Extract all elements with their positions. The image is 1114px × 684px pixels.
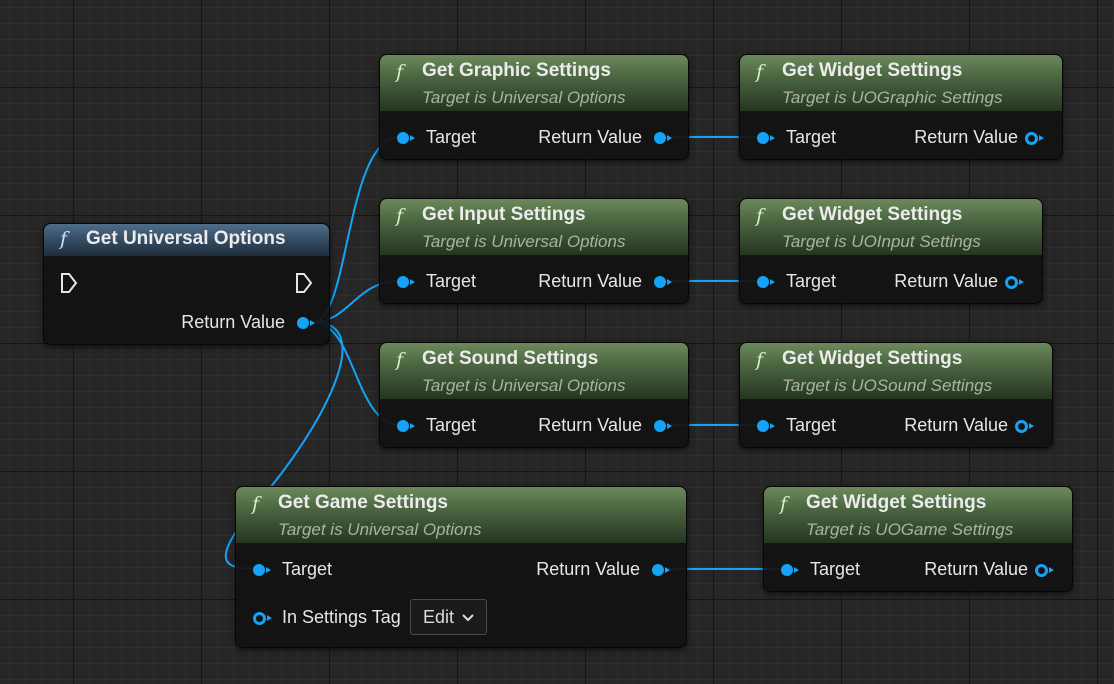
return-value-pin[interactable] [654, 276, 672, 288]
return-value-label: Return Value [904, 415, 1008, 435]
node-subtitle: Target is Universal Options [422, 232, 626, 251]
node-get-widget-settings-graphic[interactable]: f Get Widget Settings Target is UOGraphi… [739, 54, 1063, 160]
function-icon: f [60, 228, 68, 250]
pin-row: Target Return Value [380, 125, 688, 151]
return-value-pin[interactable] [1015, 420, 1034, 433]
settings-tag-pin[interactable] [253, 612, 272, 625]
node-header: f Get Widget Settings Target is UOGame S… [764, 487, 1072, 543]
return-value-pin[interactable] [654, 132, 672, 144]
return-value-row: Return Value [44, 310, 329, 336]
settings-tag-row: In Settings Tag [236, 605, 686, 631]
target-label: Target [786, 271, 837, 291]
node-title: Get Widget Settings [782, 60, 963, 81]
target-pin[interactable] [757, 276, 775, 288]
function-icon: f [780, 493, 788, 515]
target-pin[interactable] [397, 420, 415, 432]
pin-row: Target Return Value [740, 269, 1042, 295]
edit-label: Edit [423, 607, 455, 627]
return-value-label: Return Value [538, 271, 642, 291]
target-pin[interactable] [781, 564, 799, 576]
node-subtitle: Target is UOGame Settings [806, 520, 1014, 539]
target-pin[interactable] [757, 132, 775, 144]
node-get-input-settings[interactable]: f Get Input Settings Target is Universal… [379, 198, 689, 304]
node-title: Get Widget Settings [782, 204, 963, 225]
return-value-pin[interactable] [297, 317, 315, 329]
node-get-widget-settings-input[interactable]: f Get Widget Settings Target is UOInput … [739, 198, 1043, 304]
pin-row: Target Return Value [380, 269, 688, 295]
function-icon: f [756, 349, 764, 371]
node-header: f Get Input Settings Target is Universal… [380, 199, 688, 255]
target-pin[interactable] [397, 276, 415, 288]
return-value-label: Return Value [924, 559, 1028, 579]
target-label: Target [426, 127, 477, 147]
target-label: Target [426, 271, 477, 291]
node-title: Get Graphic Settings [422, 60, 611, 81]
target-label: Target [786, 415, 837, 435]
return-value-label: Return Value [536, 559, 640, 579]
function-icon: f [756, 61, 764, 83]
node-header: f Get Game Settings Target is Universal … [236, 487, 686, 543]
node-title: Get Universal Options [86, 228, 286, 249]
node-subtitle: Target is Universal Options [278, 520, 482, 539]
node-header: f Get Sound Settings Target is Universal… [380, 343, 688, 399]
node-header: f Get Widget Settings Target is UOSound … [740, 343, 1052, 399]
target-label: Target [282, 559, 333, 579]
node-get-game-settings[interactable]: f Get Game Settings Target is Universal … [235, 486, 687, 648]
return-value-pin[interactable] [654, 420, 672, 432]
pin-row: Target Return Value [236, 557, 686, 583]
pin-row: Target Return Value [764, 557, 1072, 583]
return-value-pin[interactable] [652, 564, 670, 576]
node-subtitle: Target is UOGraphic Settings [782, 88, 1003, 107]
settings-tag-label: In Settings Tag [282, 607, 401, 627]
node-header: f Get Widget Settings Target is UOGraphi… [740, 55, 1062, 111]
node-get-graphic-settings[interactable]: f Get Graphic Settings Target is Univers… [379, 54, 689, 160]
edit-dropdown-button[interactable]: Edit [410, 599, 488, 635]
node-title: Get Sound Settings [422, 348, 599, 369]
node-title: Get Input Settings [422, 204, 586, 225]
return-value-label: Return Value [538, 415, 642, 435]
node-subtitle: Target is Universal Options [422, 88, 626, 107]
return-value-label: Return Value [181, 312, 285, 332]
function-icon: f [396, 61, 404, 83]
node-get-widget-settings-sound[interactable]: f Get Widget Settings Target is UOSound … [739, 342, 1053, 448]
function-icon: f [756, 205, 764, 227]
pin-row: Target Return Value [740, 125, 1062, 151]
target-label: Target [786, 127, 837, 147]
node-header: f Get Universal Options [44, 224, 329, 256]
return-value-label: Return Value [538, 127, 642, 147]
chevron-down-icon [462, 614, 474, 622]
pin-row: Target Return Value [740, 413, 1052, 439]
function-icon: f [396, 205, 404, 227]
node-get-universal-options[interactable]: f Get Universal Options Return Value [43, 223, 330, 345]
node-title: Get Widget Settings [782, 348, 963, 369]
target-pin[interactable] [397, 132, 415, 144]
return-value-pin[interactable] [1025, 132, 1044, 145]
node-subtitle: Target is Universal Options [422, 376, 626, 395]
node-subtitle: Target is UOInput Settings [782, 232, 981, 251]
function-icon: f [396, 349, 404, 371]
exec-in-icon[interactable] [60, 272, 78, 294]
return-value-label: Return Value [894, 271, 998, 291]
target-label: Target [810, 559, 861, 579]
node-get-widget-settings-game[interactable]: f Get Widget Settings Target is UOGame S… [763, 486, 1073, 592]
function-icon: f [252, 493, 260, 515]
target-pin[interactable] [757, 420, 775, 432]
target-label: Target [426, 415, 477, 435]
node-get-sound-settings[interactable]: f Get Sound Settings Target is Universal… [379, 342, 689, 448]
pin-row: Target Return Value [380, 413, 688, 439]
return-value-pin[interactable] [1035, 564, 1054, 577]
node-header: f Get Graphic Settings Target is Univers… [380, 55, 688, 111]
return-value-label: Return Value [914, 127, 1018, 147]
node-header: f Get Widget Settings Target is UOInput … [740, 199, 1042, 255]
node-title: Get Widget Settings [806, 492, 987, 513]
return-value-pin[interactable] [1005, 276, 1024, 289]
node-title: Get Game Settings [278, 492, 448, 513]
node-subtitle: Target is UOSound Settings [782, 376, 993, 395]
exec-out-icon[interactable] [295, 272, 313, 294]
target-pin[interactable] [253, 564, 271, 576]
